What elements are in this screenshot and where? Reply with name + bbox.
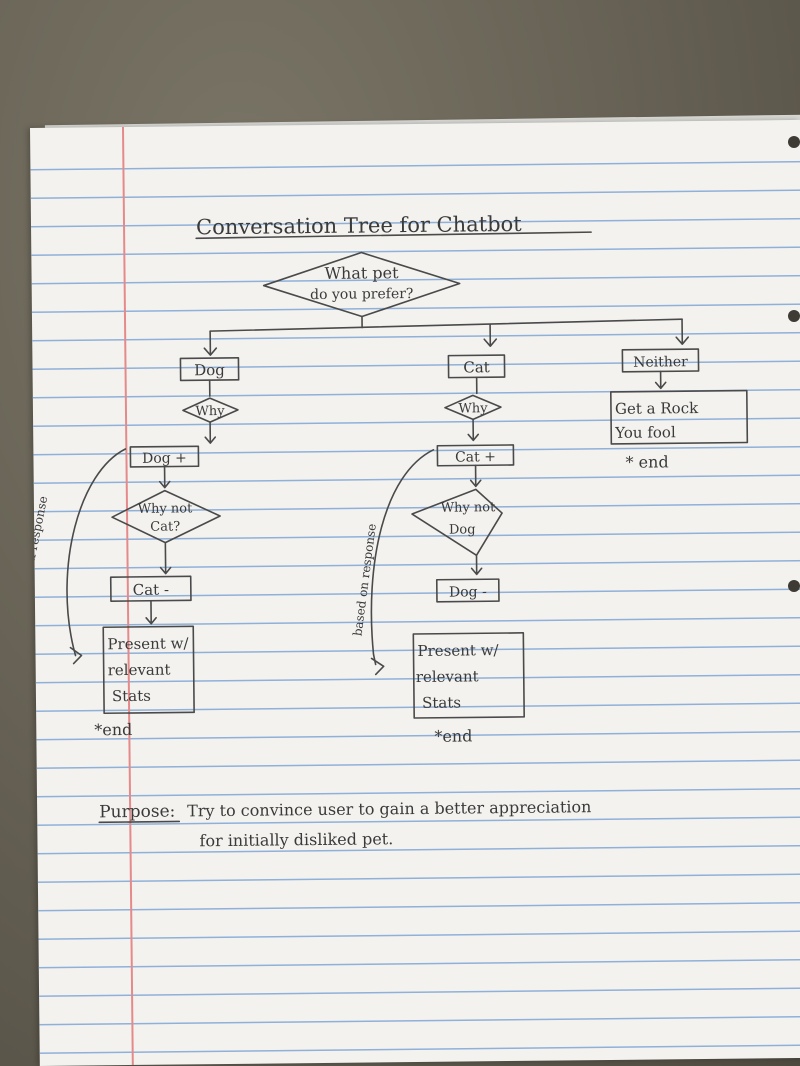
dog-why-diamond <box>182 397 239 423</box>
dog-why-label: Why <box>195 404 225 419</box>
cat-side-note: based on response <box>350 523 378 637</box>
dog-end-label: *end <box>94 720 132 739</box>
purpose-underline <box>98 820 181 824</box>
dog-choice-label: Dog <box>194 361 225 379</box>
title-underline <box>195 231 592 240</box>
dog-plus-label: Dog + <box>142 450 187 466</box>
neither-end-label: * end <box>625 452 668 471</box>
dog-arrow-4 <box>159 541 172 575</box>
cat-result-box <box>412 632 525 719</box>
cat-side-arrow <box>370 657 385 676</box>
dog-side-curve <box>66 448 127 657</box>
dog-result-line1: Present w/ <box>107 634 189 653</box>
cat-plus-label: Cat + <box>455 449 496 465</box>
dog-why-not-line2: Cat? <box>150 519 180 534</box>
cat-arrow-4 <box>470 554 483 576</box>
cat-why-not-diamond <box>411 488 503 557</box>
arrow-to-cat <box>483 323 498 347</box>
dog-minus-label: Cat - <box>133 581 169 599</box>
cat-arrow-3 <box>469 464 482 488</box>
branch-split-line <box>209 318 683 332</box>
cat-side-curve <box>370 448 435 666</box>
neither-result-box <box>609 389 749 445</box>
root-question-diamond <box>262 251 461 318</box>
binder-hole <box>788 136 800 148</box>
cat-minus-label: Dog - <box>449 584 487 600</box>
dog-why-not-line1: Why not <box>138 501 194 517</box>
neither-result-line1: Get a Rock <box>615 399 699 418</box>
dog-arrow-3 <box>158 465 171 489</box>
notebook-page: Conversation Tree for Chatbot What pet d… <box>30 119 800 1066</box>
dog-arrow-5 <box>145 599 157 625</box>
binder-hole <box>788 310 800 322</box>
cat-result-line1: Present w/ <box>417 641 499 660</box>
purpose-line1: Try to convince user to gain a better ap… <box>187 797 591 820</box>
dog-arrow-2 <box>204 421 217 444</box>
dog-side-arrow <box>69 646 83 665</box>
dog-result-line2: relevant <box>108 661 171 680</box>
cat-arrow-2 <box>467 418 480 442</box>
dog-result-box <box>102 625 195 715</box>
cat-why-not-line1: Why not <box>441 500 497 516</box>
arrow-to-dog <box>203 330 218 356</box>
arrow-to-neither <box>675 318 690 345</box>
purpose-line2: for initially disliked pet. <box>199 829 393 850</box>
dog-why-not-diamond <box>111 489 221 544</box>
conversation-tree-diagram: Conversation Tree for Chatbot What pet d… <box>30 212 749 850</box>
cat-result-line3: Stats <box>422 694 461 712</box>
cat-result-line2: relevant <box>416 667 479 686</box>
cat-why-label: Why <box>458 401 488 416</box>
neither-result-line2: You fool <box>614 423 676 442</box>
neither-arrow <box>654 370 667 390</box>
cat-minus-box <box>435 578 500 603</box>
root-question-line1: What pet <box>324 263 399 283</box>
cat-why-not-line2: Dog <box>449 522 476 537</box>
dog-result-line3: Stats <box>112 687 151 705</box>
cat-end-label: *end <box>434 726 472 745</box>
neither-choice-label: Neither <box>633 354 688 371</box>
purpose-label: Purpose: <box>99 802 175 823</box>
cat-choice-label: Cat <box>463 358 490 376</box>
root-question-line2: do you prefer? <box>310 286 413 303</box>
binder-hole <box>788 580 800 592</box>
cat-why-diamond <box>444 394 502 421</box>
